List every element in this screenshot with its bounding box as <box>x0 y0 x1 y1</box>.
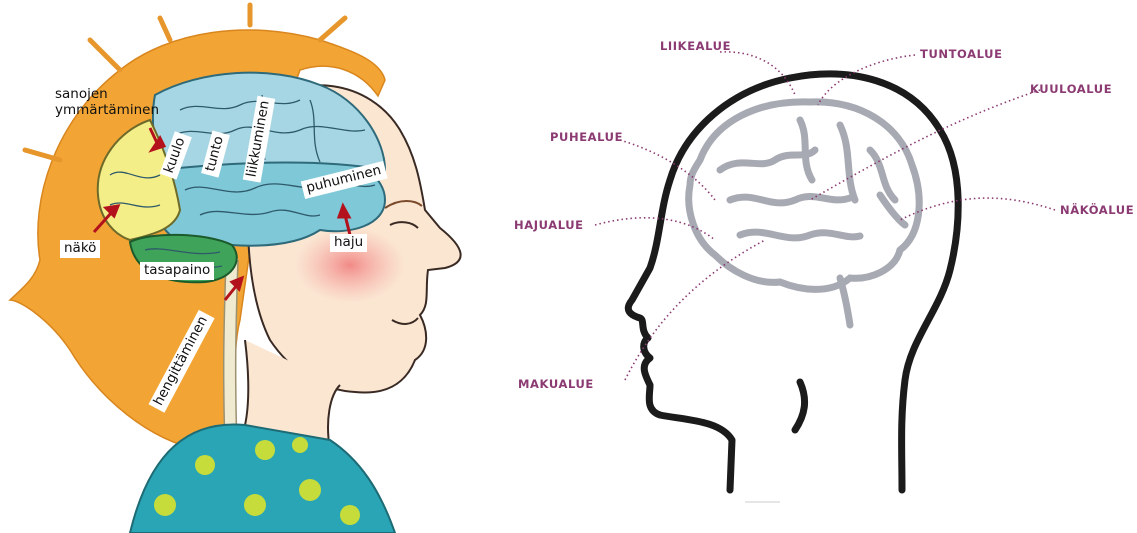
brain-illustration-panel: sanojen ymmärtäminen kuulo tunto liikkum… <box>0 0 500 533</box>
label-sanojen: sanojen <box>55 87 108 103</box>
brain-areas-schematic <box>500 0 1137 533</box>
label-nako: näkö <box>60 240 100 258</box>
label-kuuloalue: KUULOALUE <box>1030 82 1112 96</box>
label-hajualue: HAJUALUE <box>514 218 584 232</box>
label-puhealue: PUHEALUE <box>550 130 623 144</box>
brain-illustration <box>0 0 500 533</box>
label-tasapaino: tasapaino <box>140 262 214 280</box>
label-tuntoalue: TUNTOALUE <box>920 47 1003 61</box>
label-makualue: MAKUALUE <box>518 377 594 391</box>
label-liikealue: LIIKEALUE <box>660 39 731 53</box>
brain-areas-schematic-panel: LIIKEALUE TUNTOALUE KUULOALUE PUHEALUE H… <box>500 0 1137 533</box>
label-haju: haju <box>330 234 367 252</box>
ear-jaw-line <box>795 382 805 430</box>
label-nakoalue: NÄKÖALUE <box>1060 203 1134 217</box>
label-ymmartaminen: ymmärtäminen <box>55 103 159 119</box>
brain-outline-schematic <box>689 102 919 325</box>
